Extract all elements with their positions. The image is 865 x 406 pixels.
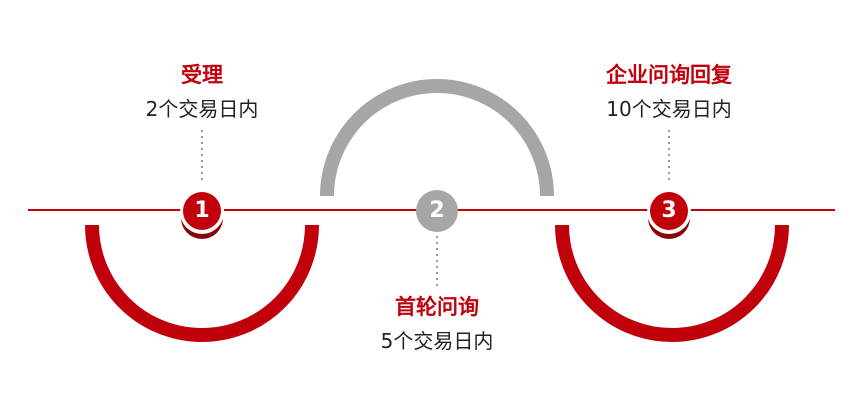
step-2-duration: 5个交易日内 [380, 329, 494, 353]
step-1-number: 1 [194, 198, 210, 223]
step-3-title: 企业问询回复 [606, 63, 732, 87]
step-3-circle [650, 192, 688, 230]
arc-step-1 [85, 224, 319, 342]
step-1-label: 受理 2个交易日内 [92, 62, 312, 122]
step-1-circle [183, 192, 221, 230]
arc-step-2 [320, 79, 554, 197]
step-3-duration: 10个交易日内 [606, 97, 732, 121]
step-1-duration: 2个交易日内 [145, 97, 259, 121]
step-2-title: 首轮问询 [395, 295, 479, 319]
step-1-title: 受理 [181, 63, 223, 87]
step-3-number: 3 [661, 198, 677, 223]
arc-step-3 [555, 224, 789, 342]
step-2-circle [416, 190, 458, 232]
step-2-label: 首轮问询 5个交易日内 [327, 294, 547, 354]
step-2-number: 2 [429, 198, 445, 223]
step-3-label: 企业问询回复 10个交易日内 [559, 62, 779, 122]
